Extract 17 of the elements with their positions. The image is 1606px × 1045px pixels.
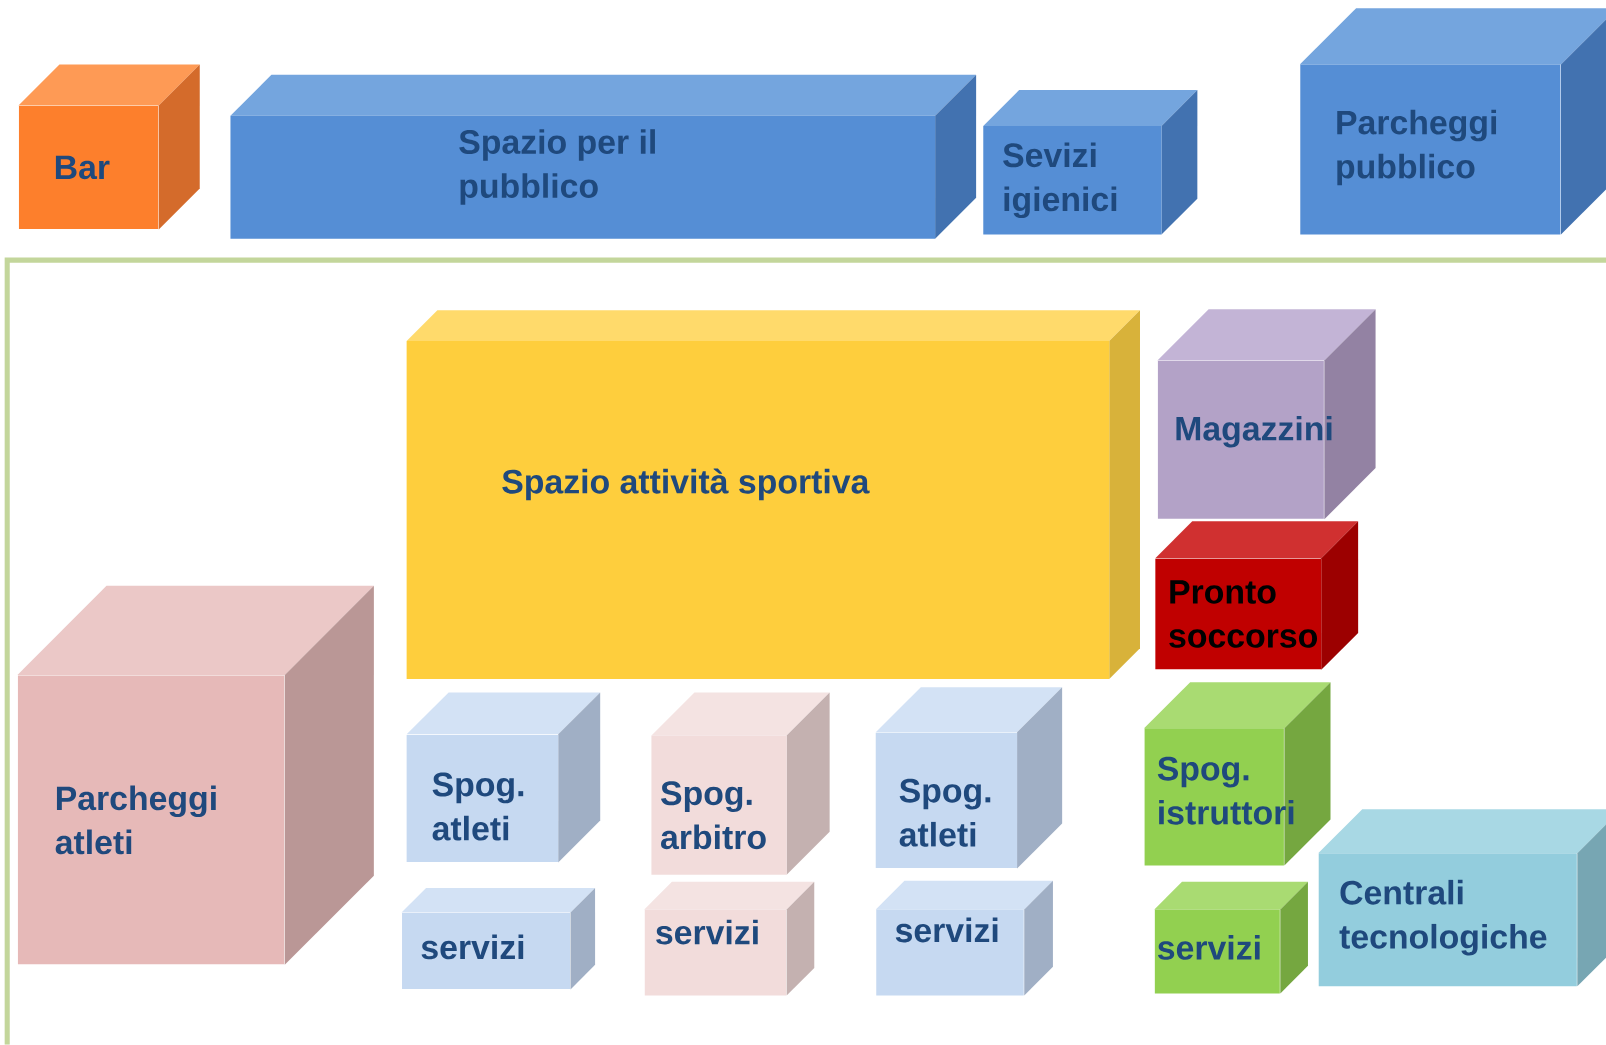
block: Bar [18,64,200,230]
block: Spog. atleti [875,687,1063,869]
block: servizi [401,888,596,990]
block: Parcheggi pubblico [1299,8,1606,235]
block: Sevizi igienici [983,90,1198,235]
block: Spog. arbitro [651,692,830,875]
block: Spazio attività sportiva [406,310,1140,680]
block: servizi [875,881,1053,996]
block: Pronto soccorso [1155,521,1359,670]
block: Spazio per il pubblico [230,74,977,239]
block: Spog. istruttori [1144,682,1331,866]
block: servizi [644,882,815,996]
block: Centrali tecnologiche [1318,809,1606,987]
block: Spog. atleti [406,692,601,863]
block: Parcheggi atleti [17,586,374,965]
block: Magazzini [1157,309,1376,520]
block: servizi [1154,882,1308,994]
